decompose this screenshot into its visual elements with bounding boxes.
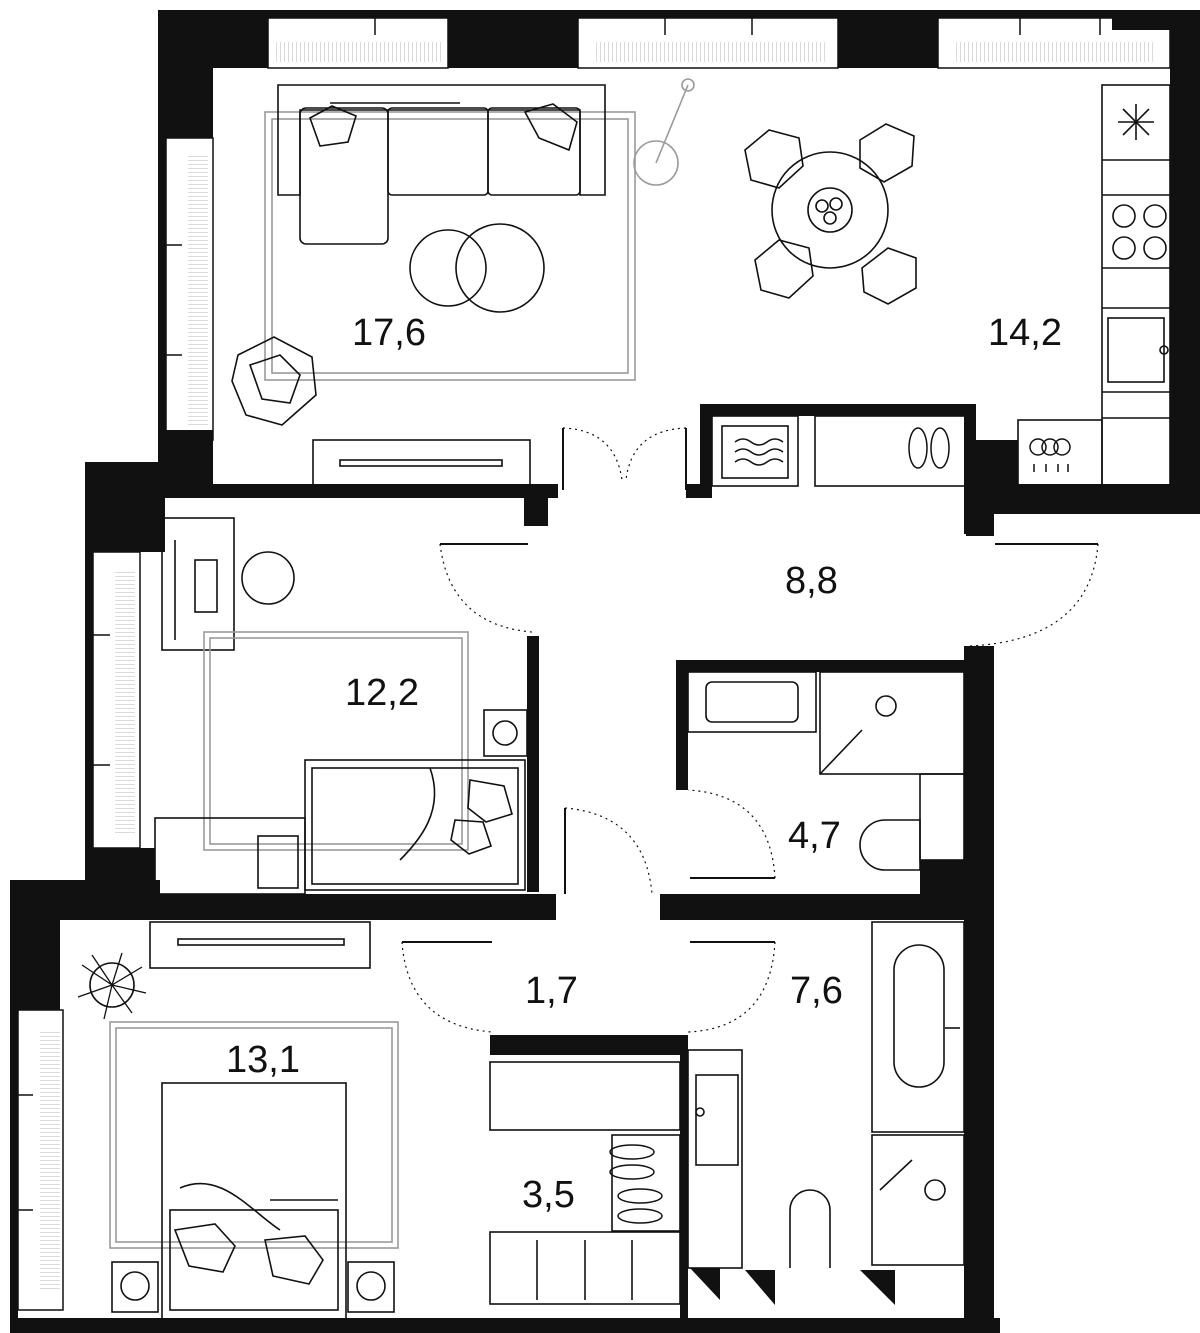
room-area-corridor: 1,7 — [525, 970, 578, 1012]
plant-icon — [77, 952, 147, 1020]
room-area-bathroom-1: 4,7 — [788, 815, 841, 857]
room-area-wardrobe: 3,5 — [522, 1174, 575, 1216]
freezer-icon — [1118, 104, 1154, 140]
stove-icon — [1029, 438, 1071, 472]
furniture — [89, 78, 1171, 1320]
room-area-bedroom-2: 12,2 — [345, 672, 419, 714]
room-area-bathroom-2: 7,6 — [790, 970, 843, 1012]
washing-machine-icon — [734, 438, 784, 466]
windows — [17, 17, 1171, 1311]
walls — [10, 10, 1200, 1333]
room-area-hall: 8,8 — [785, 560, 838, 602]
slippers-icon — [609, 427, 950, 1224]
room-area-bedroom-1: 13,1 — [226, 1039, 300, 1081]
doors — [401, 427, 1099, 1033]
room-area-living: 17,6 — [352, 312, 426, 354]
room-area-kitchen: 14,2 — [988, 312, 1062, 354]
